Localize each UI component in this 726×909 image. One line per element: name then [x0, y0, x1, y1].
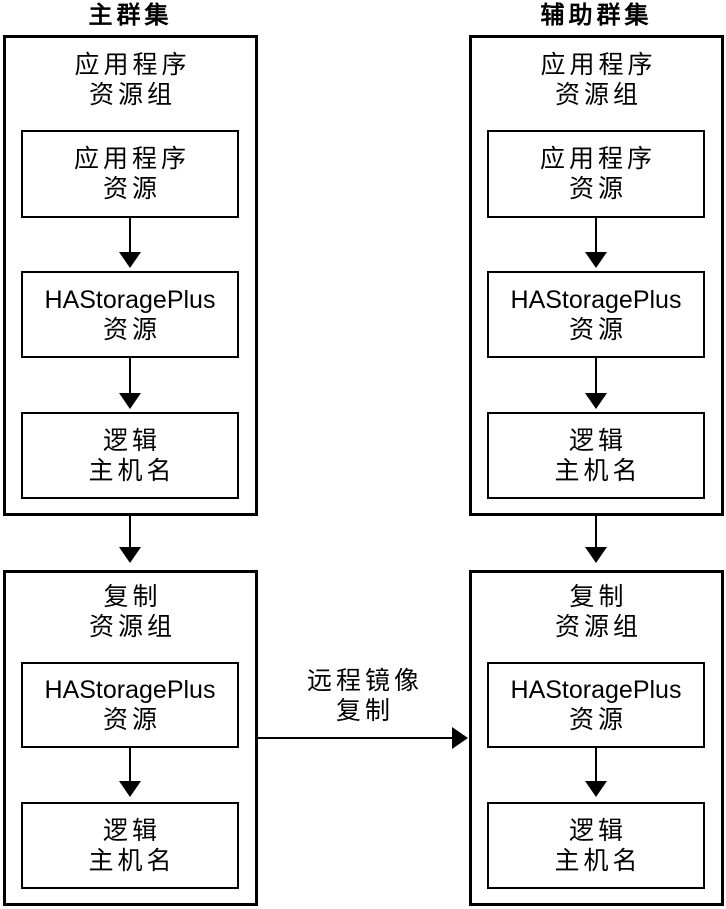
- primary-app-resource-box: 应用程序 资源: [21, 130, 239, 218]
- down-arrow-connector: [595, 218, 597, 254]
- replication-label-line2: 复制: [335, 697, 394, 725]
- primary-cluster-title: 主群集: [88, 2, 173, 29]
- down-arrow-connector: [129, 358, 131, 395]
- box-label-line2: 主机名: [554, 846, 642, 875]
- down-arrow-icon: [119, 252, 141, 268]
- down-arrow-icon: [585, 393, 607, 409]
- box-label-line2: 资源: [568, 706, 627, 734]
- down-arrow-icon: [119, 393, 141, 409]
- box-label-line1: 逻辑: [102, 426, 161, 455]
- secondary-replication-resource-group-label: 复制 资源组: [469, 582, 724, 642]
- down-arrow-icon: [585, 781, 607, 797]
- secondary-cluster-title: 辅助群集: [540, 2, 653, 29]
- down-arrow-icon: [119, 547, 141, 563]
- secondary-hastorageplus-resource-box: HAStoragePlus 资源: [487, 271, 705, 358]
- down-arrow-icon: [585, 252, 607, 268]
- replication-label-line1: 远程镜像: [306, 667, 423, 695]
- right-arrow-connector: [258, 737, 454, 739]
- secondary-logical-hostname-box: 逻辑 主机名: [487, 412, 705, 499]
- remote-mirror-replication-label: 远程镜像 复制: [258, 666, 468, 726]
- group-label-line2: 资源组: [88, 81, 176, 109]
- down-arrow-icon: [585, 547, 607, 563]
- secondary-repl-logical-hostname-box: 逻辑 主机名: [487, 802, 705, 889]
- box-label-line1: 逻辑: [568, 426, 627, 455]
- box-label-line2: 主机名: [88, 456, 176, 485]
- down-arrow-connector: [595, 358, 597, 395]
- secondary-app-resource-group-label: 应用程序 资源组: [469, 50, 724, 110]
- group-label-line1: 复制: [569, 583, 628, 611]
- secondary-app-resource-box: 应用程序 资源: [487, 130, 705, 218]
- secondary-cluster-column: 辅助群集 应用程序 资源组 应用程序 资源 HAStoragePlus 资源 逻…: [466, 0, 726, 909]
- primary-replication-resource-group-label: 复制 资源组: [3, 582, 258, 642]
- group-label-line1: 应用程序: [74, 51, 191, 79]
- down-arrow-connector: [129, 218, 131, 254]
- primary-app-resource-group-label: 应用程序 资源组: [3, 50, 258, 110]
- box-label-line2: 资源: [568, 175, 627, 203]
- box-label-line2: 资源: [102, 315, 161, 344]
- box-label-line2: 资源: [102, 175, 161, 203]
- primary-repl-logical-hostname-box: 逻辑 主机名: [21, 802, 239, 889]
- primary-hastorageplus-resource-box: HAStoragePlus 资源: [21, 271, 239, 358]
- box-label-line2: 资源: [568, 315, 627, 344]
- down-arrow-icon: [119, 781, 141, 797]
- box-label-line1: 逻辑: [568, 816, 627, 845]
- box-label-line1: HAStoragePlus: [44, 285, 216, 314]
- box-label-line2: 主机名: [554, 456, 642, 485]
- primary-repl-hastorageplus-resource-box: HAStoragePlus 资源: [21, 662, 239, 748]
- down-arrow-connector: [595, 515, 597, 549]
- group-label-line2: 资源组: [554, 81, 642, 109]
- down-arrow-connector: [129, 515, 131, 549]
- box-label-line1: 应用程序: [539, 145, 656, 173]
- box-label-line1: HAStoragePlus: [510, 285, 682, 314]
- box-label-line1: HAStoragePlus: [44, 676, 216, 704]
- box-label-line2: 资源: [102, 706, 161, 734]
- box-label-line1: 逻辑: [102, 816, 161, 845]
- down-arrow-connector: [595, 748, 597, 783]
- box-label-line1: HAStoragePlus: [510, 676, 682, 704]
- group-label-line1: 应用程序: [540, 51, 657, 79]
- group-label-line1: 复制: [103, 583, 162, 611]
- right-arrow-icon: [452, 727, 468, 749]
- group-label-line2: 资源组: [554, 613, 642, 641]
- primary-logical-hostname-box: 逻辑 主机名: [21, 412, 239, 499]
- group-label-line2: 资源组: [88, 613, 176, 641]
- down-arrow-connector: [129, 748, 131, 783]
- primary-cluster-column: 主群集 应用程序 资源组 应用程序 资源 HAStoragePlus 资源 逻辑…: [0, 0, 261, 909]
- box-label-line1: 应用程序: [73, 145, 190, 173]
- secondary-repl-hastorageplus-resource-box: HAStoragePlus 资源: [487, 662, 705, 748]
- box-label-line2: 主机名: [88, 846, 176, 875]
